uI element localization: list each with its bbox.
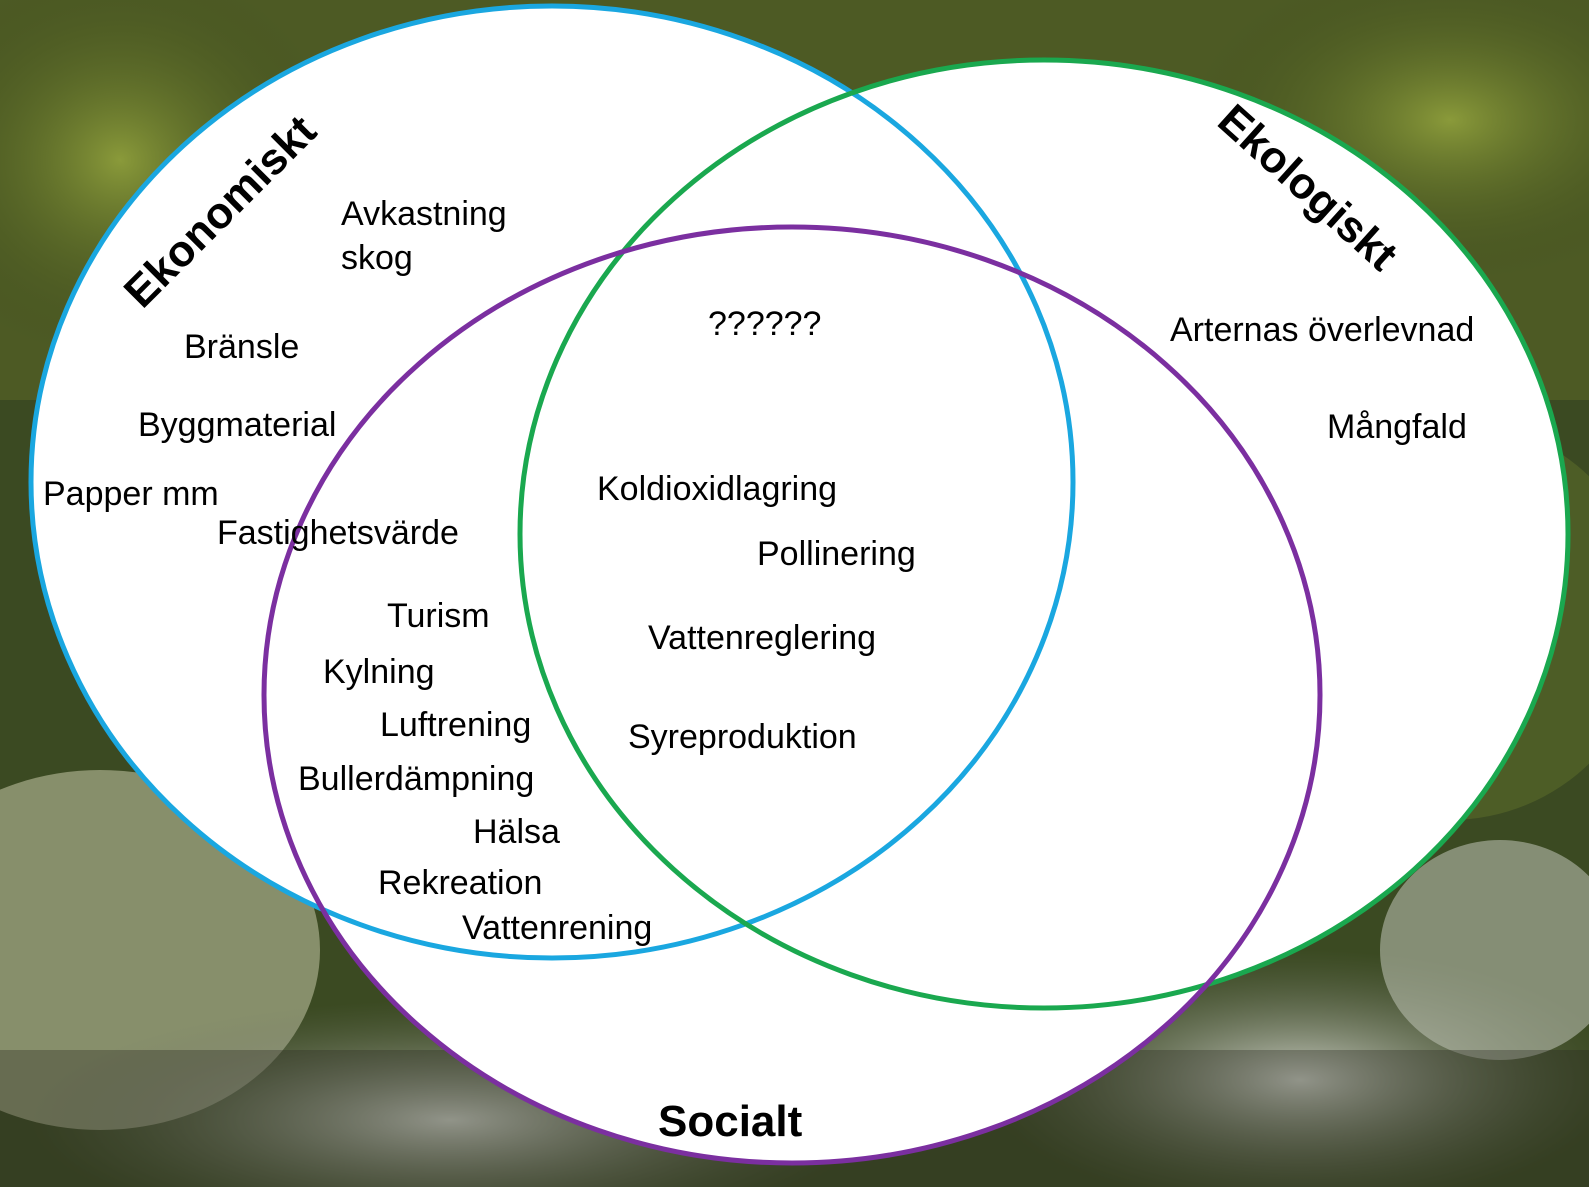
- label-bransle: Bränsle: [184, 328, 300, 366]
- label-bullerdampning: Bullerdämpning: [298, 760, 535, 798]
- circle-outlines: [28, 3, 1571, 1166]
- economic-circle: [28, 3, 1076, 961]
- social-title: Socialt: [658, 1097, 803, 1146]
- label-papper: Papper mm: [43, 475, 219, 513]
- label-pollinering: Pollinering: [757, 535, 916, 573]
- label-halsa: Hälsa: [473, 813, 560, 851]
- social-circle: [261, 224, 1323, 1166]
- label-vattenreglering: Vattenreglering: [648, 619, 877, 657]
- label-questions: ??????: [708, 305, 822, 343]
- social-fill: [264, 227, 1320, 1163]
- ecological-circle: [517, 57, 1571, 1011]
- label-mangfald: Mångfald: [1327, 408, 1467, 446]
- label-fastighetsvarde: Fastighetsvärde: [217, 514, 459, 552]
- label-syreproduktion: Syreproduktion: [628, 718, 857, 756]
- label-byggmaterial: Byggmaterial: [138, 406, 337, 444]
- label-luftrening: Luftrening: [380, 706, 532, 744]
- label-kylning: Kylning: [323, 653, 435, 691]
- label-rekreation: Rekreation: [378, 864, 543, 902]
- label-arternas-overlevnad: Arternas överlevnad: [1170, 311, 1475, 349]
- label-koldioxidlagring: Koldioxidlagring: [597, 470, 838, 508]
- label-turism: Turism: [387, 597, 490, 635]
- label-vattenrening: Vattenrening: [462, 909, 653, 947]
- label-avkastning-skog: Avkastning skog: [341, 195, 507, 277]
